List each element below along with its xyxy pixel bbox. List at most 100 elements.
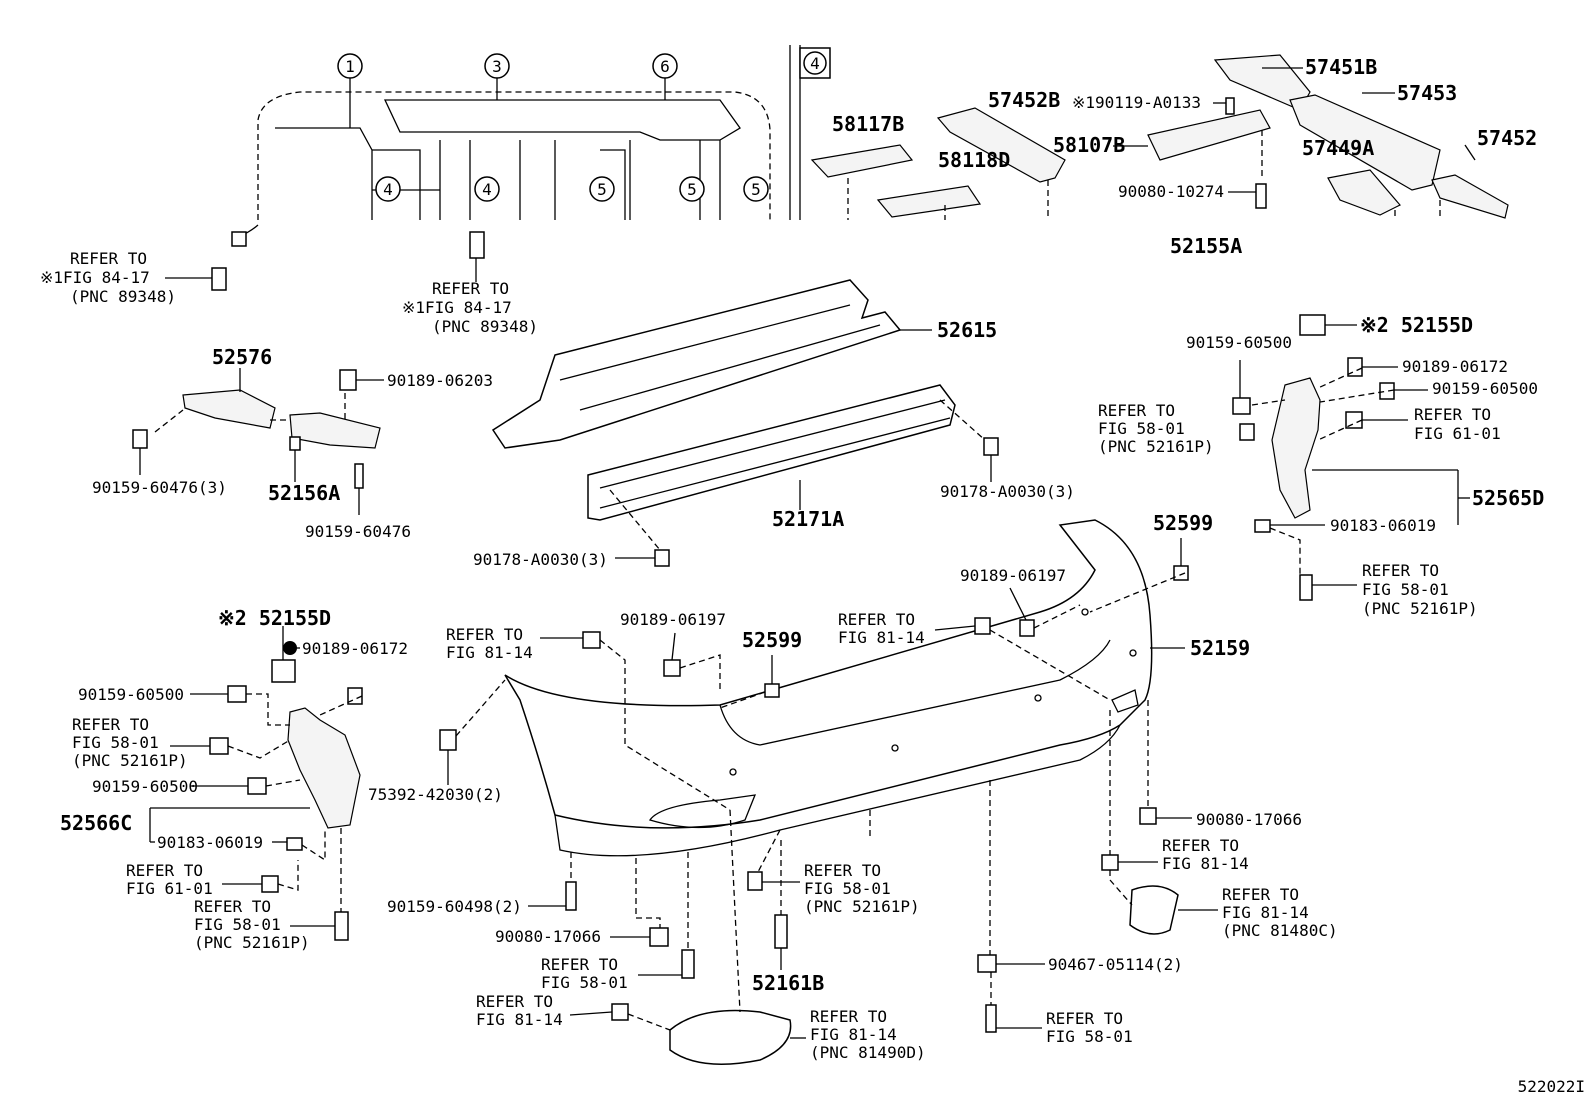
label-52156A: 52156A: [268, 481, 340, 505]
label-90159-60500-l1: 90159-60500: [78, 685, 184, 704]
clip-90189-06197-center: [663, 659, 681, 677]
label-52171A: 52171A: [772, 507, 844, 531]
bolt-75392: [439, 729, 457, 751]
label-90159-60500-r1: 90159-60500: [1186, 333, 1292, 352]
svg-text:(PNC 81490D): (PNC 81490D): [810, 1043, 926, 1062]
label-52566C: 52566C: [60, 811, 132, 835]
svg-text:FIG 81-14: FIG 81-14: [1162, 854, 1249, 873]
callout-circle-5c: 5: [743, 176, 769, 202]
ref-bottom-fig8114-pnc: REFER TO FIG 81-14 (PNC 81490D): [810, 1007, 926, 1062]
label-58118D: 58118D: [938, 148, 1010, 172]
label-52599-center: 52599: [742, 628, 802, 652]
part-57449A-shape: [1327, 169, 1401, 216]
label-58117B: 58117B: [832, 112, 904, 136]
clip-fig5801-center: [747, 871, 763, 891]
top-frame-view: 1 3 6 4 4 5 5 5: [211, 45, 831, 291]
svg-text:REFER TO: REFER TO: [432, 279, 509, 298]
label-52565D: 52565D: [1472, 486, 1544, 510]
label-57453: 57453: [1397, 81, 1457, 105]
svg-text:REFER TO: REFER TO: [541, 955, 618, 974]
ref-left-fig6101: REFER TO FIG 61-01: [126, 861, 213, 898]
ref-right-fig6101: REFER TO FIG 61-01: [1414, 405, 1501, 443]
svg-text:REFER TO: REFER TO: [194, 897, 271, 916]
label-57449A: 57449A: [1302, 136, 1374, 160]
bolt-fig5801-bottom: [681, 949, 695, 979]
nut-90178-right: [983, 437, 999, 456]
ref-left-fig5801-a: REFER TO FIG 58-01 (PNC 52161P): [72, 715, 188, 770]
sensor-connector-left: [231, 231, 247, 247]
label-90159-60476-3: 90159-60476(3): [92, 478, 227, 497]
part-52159-bumper-cover: [504, 519, 1185, 857]
callout-circle-6: 6: [652, 53, 678, 79]
nut-90080-17066-left: [649, 927, 669, 947]
label-90189-06172-right: 90189-06172: [1402, 357, 1508, 376]
svg-text:※1FIG 84-17: ※1FIG 84-17: [40, 268, 150, 287]
svg-text:REFER TO: REFER TO: [810, 1007, 887, 1026]
label-75392-42030: 75392-42030(2): [368, 785, 503, 804]
label-90467-05114: 90467-05114(2): [1048, 955, 1183, 974]
svg-text:REFER TO: REFER TO: [1222, 885, 1299, 904]
ref-fig8114-c: REFER TO FIG 81-14: [1162, 836, 1249, 873]
label-90080-17066-left: 90080-17066: [495, 927, 601, 946]
callout-circle-4b: 4: [474, 176, 500, 202]
callout-circle-5a: 5: [589, 176, 615, 202]
label-90183-06019-left: 90183-06019: [157, 833, 263, 852]
dot-marker: [283, 641, 297, 655]
bolt-fig8114-right-lower: [1101, 854, 1119, 871]
bolt-90080-10274: [1255, 183, 1267, 209]
ref-left-fig5801-b: REFER TO FIG 58-01 (PNC 52161P): [194, 897, 310, 952]
nut-90178-left: [654, 549, 670, 567]
ref-right-fig5801-a: REFER TO FIG 58-01 (PNC 52161P): [1098, 401, 1214, 456]
part-52565D-retainer: [1232, 314, 1470, 601]
svg-text:3: 3: [492, 57, 502, 76]
label-57452: 57452: [1477, 126, 1537, 150]
ref-center-fig5801: REFER TO FIG 58-01 (PNC 52161P): [804, 861, 920, 916]
insert-parts-top-right: [810, 54, 1509, 220]
svg-text:5: 5: [687, 180, 697, 199]
svg-text:REFER TO: REFER TO: [1046, 1009, 1123, 1028]
part-58117B-shape: [810, 144, 914, 178]
label-52576: 52576: [212, 345, 272, 369]
svg-text:4: 4: [482, 180, 492, 199]
label-90189-06197-right: 90189-06197: [960, 566, 1066, 585]
clip-90189-06197-right: [1019, 619, 1035, 637]
svg-text:FIG 81-14: FIG 81-14: [810, 1025, 897, 1044]
svg-text:5: 5: [597, 180, 607, 199]
bolt-fig8114-bottom: [611, 1003, 629, 1021]
ref-center-top: REFER TO ※1FIG 84-17 (PNC 89348): [402, 258, 538, 336]
svg-text:REFER TO: REFER TO: [838, 610, 915, 629]
svg-text:5: 5: [751, 180, 761, 199]
svg-text:FIG 58-01: FIG 58-01: [1046, 1027, 1133, 1046]
bolt-190119: [1225, 97, 1235, 115]
ref-fig8114-pnc-c: REFER TO FIG 81-14 (PNC 81480C): [1222, 885, 1338, 940]
svg-text:(PNC 89348): (PNC 89348): [432, 317, 538, 336]
svg-text:FIG 81-14: FIG 81-14: [476, 1010, 563, 1029]
clip-52599-center: [764, 683, 780, 698]
label-90178-A0030-right: 90178-A0030(3): [940, 482, 1075, 501]
svg-text:FIG 58-01: FIG 58-01: [72, 733, 159, 752]
svg-text:REFER TO: REFER TO: [476, 992, 553, 1011]
svg-text:FIG 58-01: FIG 58-01: [1098, 419, 1185, 438]
ref-bottom-fig5801: REFER TO FIG 58-01: [541, 955, 628, 992]
svg-text:FIG 58-01: FIG 58-01: [1362, 580, 1449, 599]
bolt-fig8114-right: [974, 617, 991, 635]
svg-text:(PNC 52161P): (PNC 52161P): [1098, 437, 1214, 456]
svg-text:FIG 58-01: FIG 58-01: [804, 879, 891, 898]
svg-text:6: 6: [660, 57, 670, 76]
part-52171A-reinforcement: [587, 384, 986, 551]
callout-circle-3: 3: [484, 53, 510, 79]
ref-bottom-fig8114: REFER TO FIG 81-14: [476, 992, 563, 1029]
svg-text:4: 4: [810, 54, 820, 73]
ref-fig8114-b: REFER TO FIG 81-14: [446, 625, 533, 662]
label-90189-06197-center: 90189-06197: [620, 610, 726, 629]
svg-text:REFER TO: REFER TO: [446, 625, 523, 644]
label-90159-60500-r2: 90159-60500: [1432, 379, 1538, 398]
clip-52599-right: [1173, 565, 1189, 581]
label-90159-60498: 90159-60498(2): [387, 897, 522, 916]
label-90159-60500-l2: 90159-60500: [92, 777, 198, 796]
nut-90080-17066-right: [1139, 807, 1157, 825]
part-52615-absorber: [491, 279, 932, 449]
label-52155D-left: ※2 52155D: [218, 606, 331, 630]
lamp-81490D: [669, 1009, 792, 1065]
